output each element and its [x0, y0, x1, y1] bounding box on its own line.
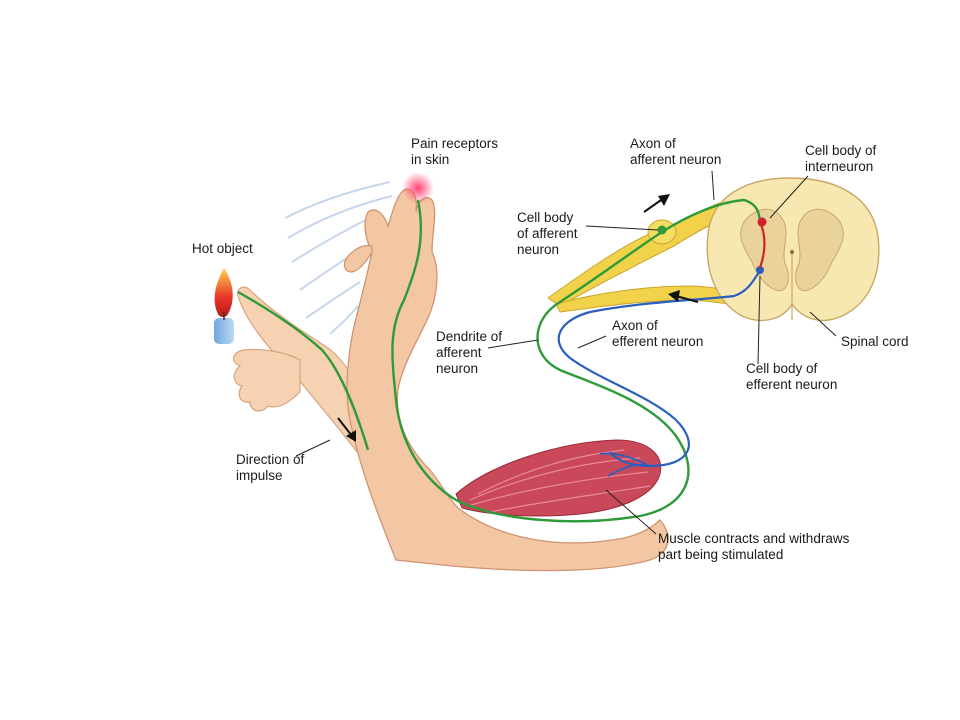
efferent-cell-body [756, 266, 764, 274]
arrow-efferent-direction [668, 290, 699, 303]
label-muscle: Muscle contracts and withdraws part bein… [658, 531, 850, 562]
motion-lines [284, 181, 393, 335]
label-spinal-cord: Spinal cord [841, 334, 909, 349]
spinal-cord [706, 177, 880, 322]
label-direction-impulse: Direction of impulse [236, 452, 305, 483]
label-axon-efferent: Axon of efferent neuron [612, 318, 704, 349]
label-axon-afferent: Axon of afferent neuron [630, 136, 722, 167]
afferent-dendrite-hand [237, 290, 370, 451]
label-dendrite-afferent: Dendrite of afferent neuron [436, 329, 503, 376]
arrow-impulse-direction [337, 417, 356, 442]
label-cell-body-afferent: Cell body of afferent neuron [517, 210, 578, 257]
interneuron-cell-body [757, 217, 767, 227]
pain-receptor-glow [402, 172, 434, 204]
leader-lines [295, 170, 837, 535]
efferent-neuron [557, 269, 761, 468]
label-pain-receptors: Pain receptors in skin [411, 136, 499, 167]
label-hot-object: Hot object [192, 241, 253, 256]
arrow-afferent-direction [643, 194, 670, 213]
candle-icon [214, 268, 234, 344]
muscle [455, 439, 662, 517]
label-cell-body-efferent: Cell body of efferent neuron [746, 361, 838, 392]
label-cell-body-interneuron: Cell body of interneuron [805, 143, 877, 174]
efferent-terminals [599, 452, 651, 477]
afferent-cell-body [657, 225, 667, 235]
